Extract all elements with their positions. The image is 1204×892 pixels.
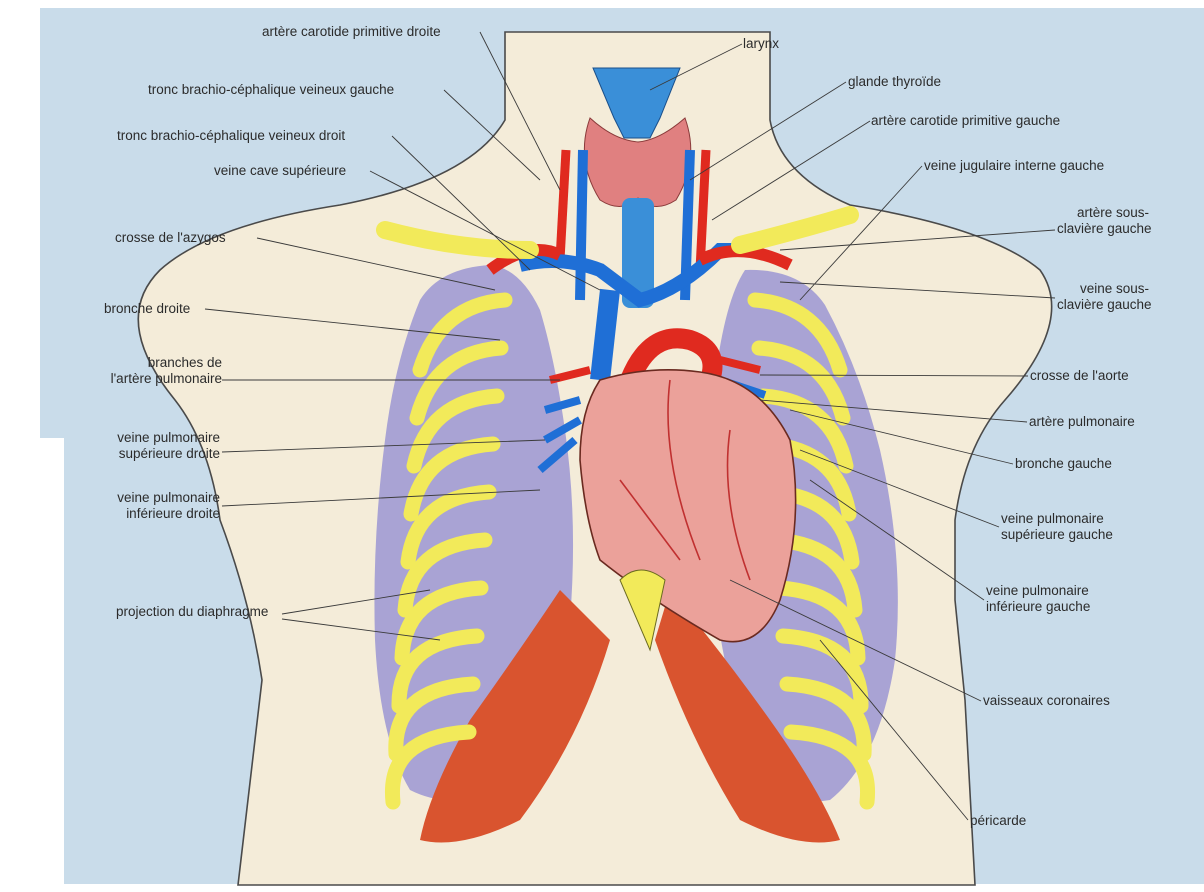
- vena-cava-superior: [600, 290, 610, 380]
- label-crosse-de-laorte: crosse de l'aorte: [1030, 368, 1129, 384]
- label-crosse-de-lazygos: crosse de l'azygos: [115, 230, 226, 246]
- label-bronche-gauche: bronche gauche: [1015, 456, 1112, 472]
- label-veine-pulmonaire-inferieure-droite: veine pulmonaire inférieure droite: [72, 490, 220, 522]
- label-tronc-brachio-cephalique-veineux-gauche: tronc brachio-céphalique veineux gauche: [148, 82, 394, 98]
- label-pericarde: péricarde: [970, 813, 1026, 829]
- jugular-right: [580, 150, 583, 300]
- label-artere-pulmonaire: artère pulmonaire: [1029, 414, 1135, 430]
- label-veine-sous-claviere-gauche: veine sous- clavière gauche: [1057, 281, 1149, 313]
- label-glande-thyroide: glande thyroïde: [848, 74, 941, 90]
- label-artere-sous-claviere-gauche: artère sous- clavière gauche: [1057, 205, 1149, 237]
- label-larynx: larynx: [743, 36, 779, 52]
- label-bronche-droite: bronche droite: [104, 301, 190, 317]
- label-projection-du-diaphragme: projection du diaphragme: [116, 604, 268, 620]
- label-veine-pulmonaire-superieure-droite: veine pulmonaire supérieure droite: [72, 430, 220, 462]
- label-veine-jugulaire-interne-gauche: veine jugulaire interne gauche: [924, 158, 1104, 174]
- label-veine-cave-superieure: veine cave supérieure: [214, 163, 346, 179]
- carotid-right: [560, 150, 566, 260]
- label-artere-carotide-primitive-gauche: artère carotide primitive gauche: [871, 113, 1060, 129]
- label-artere-carotide-primitive-droite: artère carotide primitive droite: [262, 24, 441, 40]
- label-veine-pulmonaire-inferieure-gauche: veine pulmonaire inférieure gauche: [986, 583, 1090, 615]
- label-veine-pulmonaire-superieure-gauche: veine pulmonaire supérieure gauche: [1001, 511, 1113, 543]
- label-tronc-brachio-cephalique-veineux-droit: tronc brachio-céphalique veineux droit: [117, 128, 345, 144]
- label-vaisseaux-coronaires: vaisseaux coronaires: [983, 693, 1110, 709]
- label-branches-artere-pulmonaire: branches de l'artère pulmonaire: [72, 355, 222, 387]
